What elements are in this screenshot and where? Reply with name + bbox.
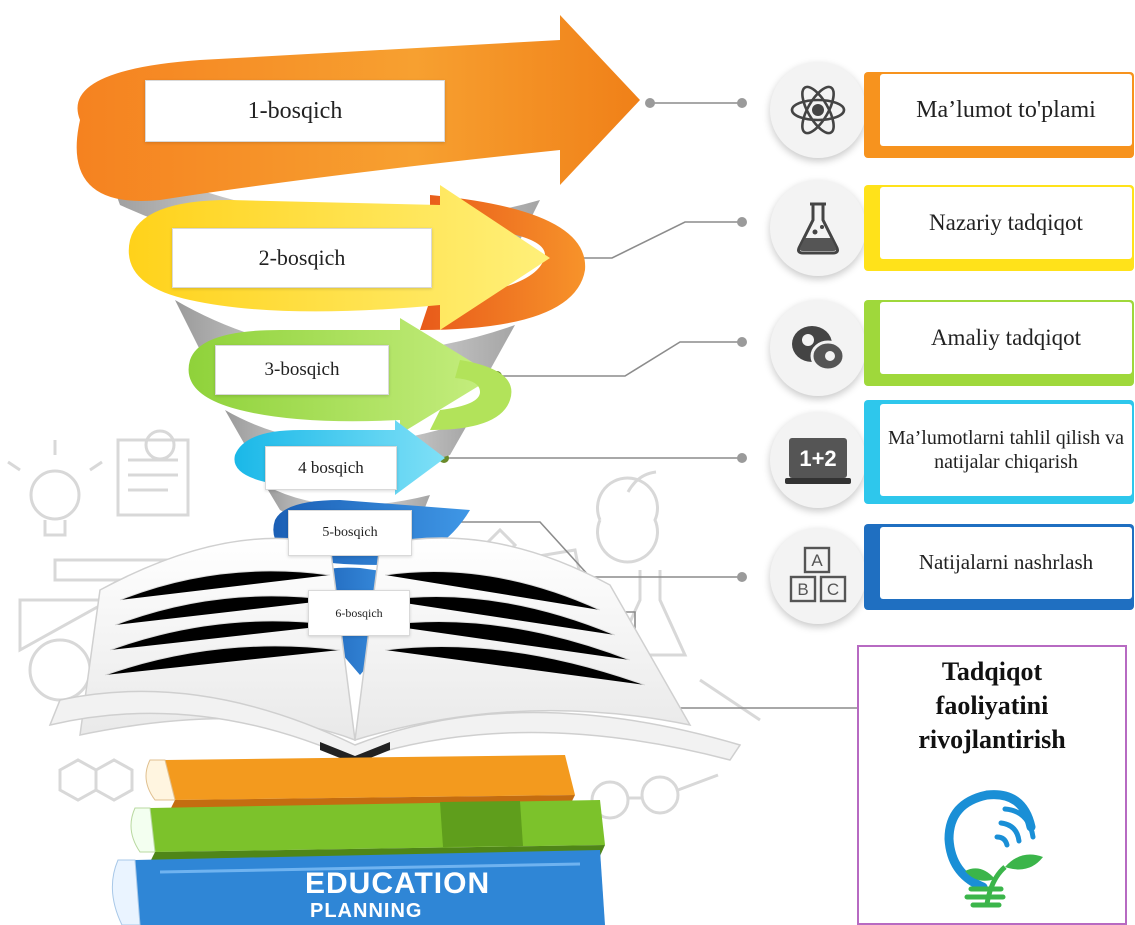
svg-text:B: B (797, 580, 808, 599)
svg-text:1+2: 1+2 (799, 446, 836, 471)
step-box-1: Ma’lumot to'plami (880, 74, 1132, 146)
svg-text:A: A (811, 551, 823, 570)
calculator-icon: 1+2 (770, 412, 866, 508)
stage-label-4: 4 bosqich (265, 446, 397, 490)
stage-label-5: 5-bosqich (288, 510, 412, 556)
final-title: Tadqiqot faoliyatini rivojlantirish (918, 657, 1066, 754)
background-sketches (7, 429, 761, 820)
svg-text:C: C (827, 580, 839, 599)
stage-label-6: 6-bosqich (308, 590, 410, 636)
lightbulb-plant-icon (944, 790, 1043, 908)
atom-icon (770, 62, 866, 158)
stage-label-2: 2-bosqich (172, 228, 432, 288)
flask-icon (770, 180, 866, 276)
final-box: Tadqiqot faoliyatini rivojlantirish (857, 645, 1127, 925)
step-box-2: Nazariy tadqiqot (880, 187, 1132, 259)
stage-label-1: 1-bosqich (145, 80, 445, 142)
stage-label-3: 3-bosqich (215, 345, 389, 395)
step-box-3: Amaliy tadqiqot (880, 302, 1132, 374)
book-title-line1: EDUCATION (305, 867, 491, 900)
cells-icon (770, 300, 866, 396)
step-box-4: Ma’lumotlarni tahlil qilish va natijalar… (880, 404, 1132, 496)
step-box-5: Natijalarni nashrlash (880, 527, 1132, 599)
book-title-line2: PLANNING (310, 900, 423, 922)
